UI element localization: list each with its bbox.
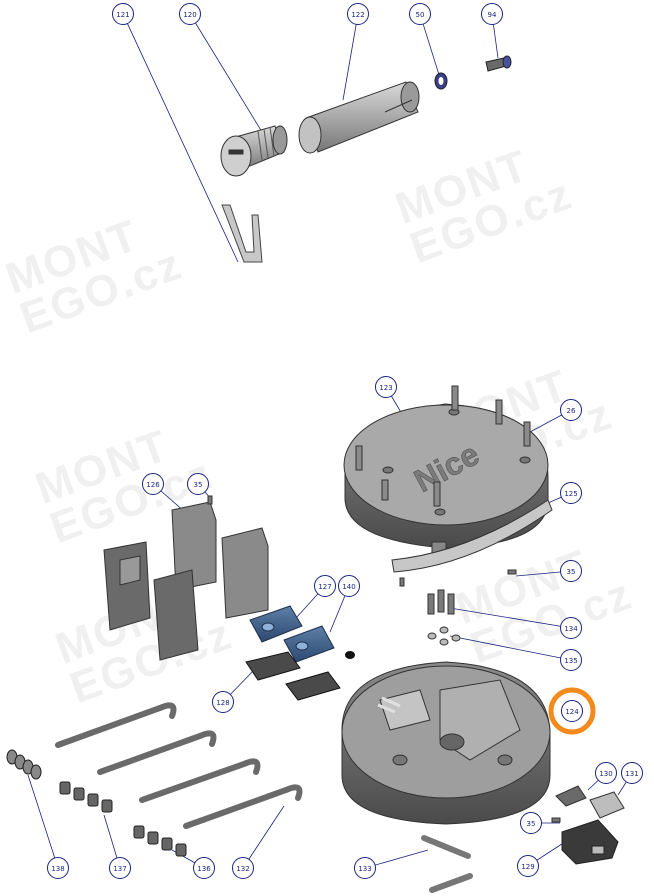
callout-50[interactable]: 50 xyxy=(409,3,431,25)
part-121-clip xyxy=(221,204,263,263)
callout-35-bottom[interactable]: 35 xyxy=(520,812,542,834)
part-138-washers xyxy=(6,749,42,780)
callout-137[interactable]: 137 xyxy=(109,857,131,879)
part-127-blocks xyxy=(249,605,335,663)
callout-127[interactable]: 127 xyxy=(314,575,336,597)
callout-130[interactable]: 130 xyxy=(595,762,617,784)
part-35-screws xyxy=(207,495,561,823)
part-136-nuts xyxy=(133,825,187,857)
part-50-washer xyxy=(434,72,448,90)
callout-35-mid[interactable]: 35 xyxy=(560,560,582,582)
callout-128[interactable]: 128 xyxy=(212,691,234,713)
callout-131[interactable]: 131 xyxy=(621,762,643,784)
callout-135[interactable]: 135 xyxy=(560,649,582,671)
callout-26[interactable]: 26 xyxy=(560,399,582,421)
part-125-band xyxy=(391,499,553,573)
part-122-sleeve xyxy=(298,81,420,154)
part-129-housing xyxy=(561,819,619,865)
callout-132[interactable]: 132 xyxy=(232,857,254,879)
callout-35-top[interactable]: 35 xyxy=(187,473,209,495)
callout-123[interactable]: 123 xyxy=(375,376,397,398)
part-128-plates xyxy=(245,651,341,701)
part-26-screws xyxy=(355,385,531,507)
part-134-screws xyxy=(427,589,455,615)
callout-136[interactable]: 136 xyxy=(193,857,215,879)
callout-122[interactable]: 122 xyxy=(347,3,369,25)
part-132-u-bolts xyxy=(55,702,303,829)
part-135-washers xyxy=(427,626,461,646)
part-94-screw xyxy=(485,55,512,72)
part-124-base xyxy=(341,661,551,825)
callout-121[interactable]: 121 xyxy=(112,3,134,25)
callout-133[interactable]: 133 xyxy=(354,857,376,879)
part-133-rod xyxy=(421,835,473,893)
callout-94[interactable]: 94 xyxy=(481,3,503,25)
highlight-ring xyxy=(548,687,596,735)
part-131-cap xyxy=(589,791,625,819)
part-123-cover xyxy=(343,403,549,557)
part-126-brackets xyxy=(103,501,269,661)
callout-129[interactable]: 129 xyxy=(517,855,539,877)
callout-124[interactable]: 124 xyxy=(561,700,583,722)
callout-126[interactable]: 126 xyxy=(142,473,164,495)
part-130-release-lever xyxy=(555,785,587,807)
part-140-nut xyxy=(345,651,355,659)
part-120-lock-cylinder xyxy=(220,125,288,177)
callout-120[interactable]: 120 xyxy=(179,3,201,25)
part-137-nuts xyxy=(59,781,113,813)
callout-125[interactable]: 125 xyxy=(560,482,582,504)
callout-138[interactable]: 138 xyxy=(47,857,69,879)
callout-140[interactable]: 140 xyxy=(338,575,360,597)
callout-134[interactable]: 134 xyxy=(560,617,582,639)
